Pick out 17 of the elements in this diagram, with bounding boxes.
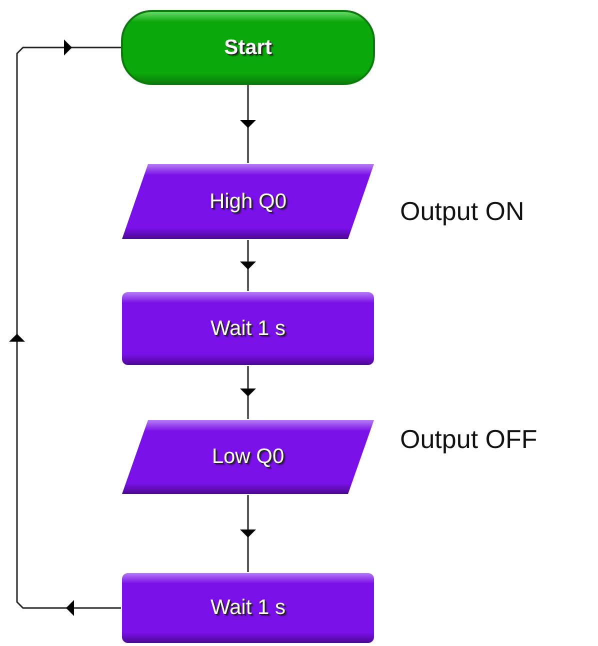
process-box — [121, 572, 375, 644]
flow-arrow — [240, 240, 256, 291]
flow-arrow — [240, 85, 256, 163]
process-box — [121, 291, 375, 366]
flow-arrow — [240, 495, 256, 572]
node-label: Wait 1 s — [210, 596, 286, 620]
annotation-text: Output ON — [400, 196, 524, 227]
flow-arrow — [240, 366, 256, 419]
annotation-text: Output OFF — [400, 424, 538, 455]
io-parallelogram — [121, 419, 375, 495]
flow-arrow — [9, 40, 121, 616]
node-label: Low Q0 — [212, 445, 284, 469]
terminal-shape — [121, 10, 375, 85]
node-label: High Q0 — [209, 190, 287, 214]
node-label: Start — [224, 36, 272, 60]
io-parallelogram — [121, 163, 375, 240]
node-label: Wait 1 s — [210, 316, 286, 340]
